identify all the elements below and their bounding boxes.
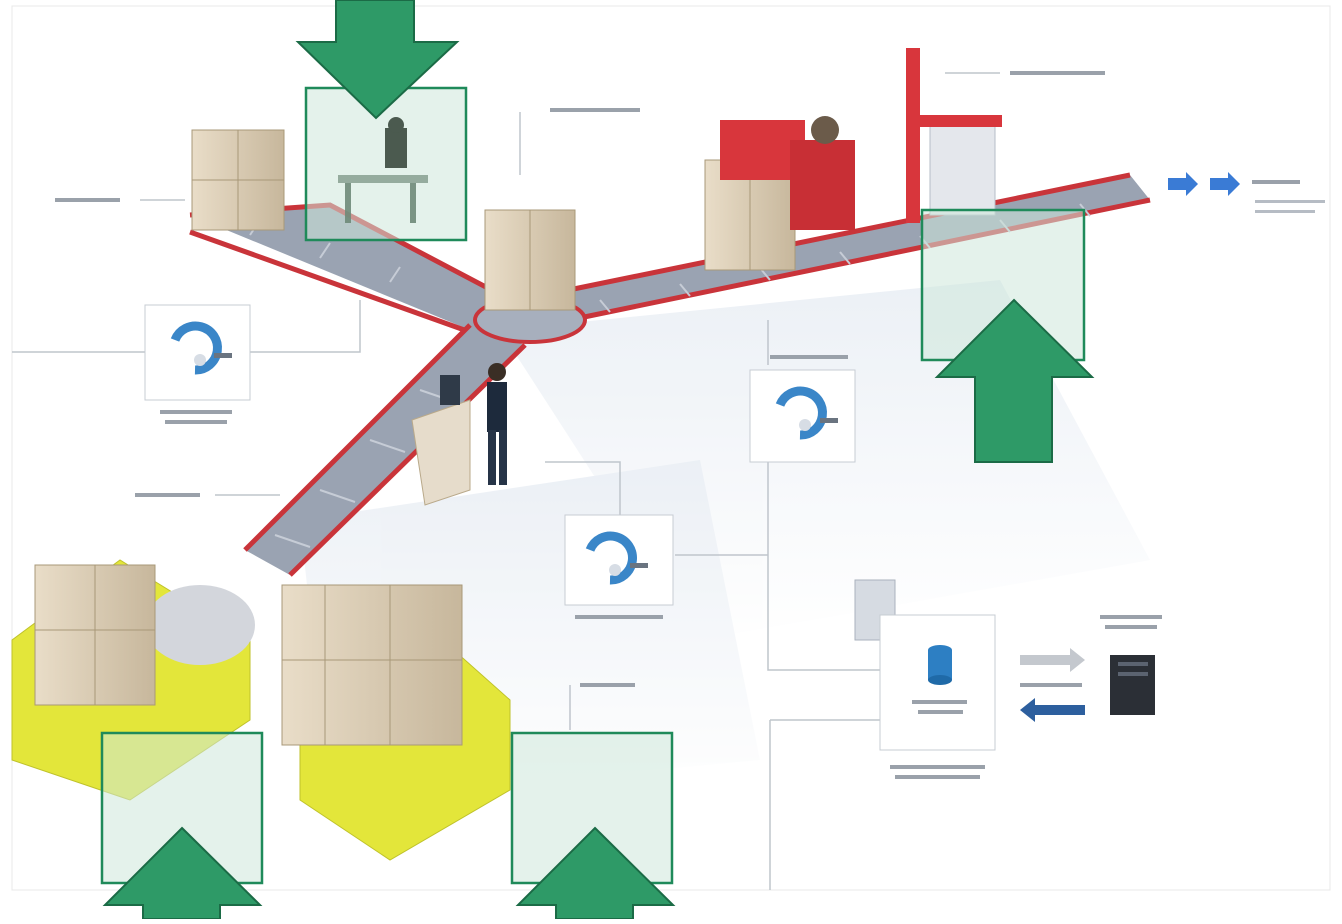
software-node-2 [749,355,856,463]
pallet-turntable [484,209,576,311]
double-arrow-right-icon [1168,172,1325,213]
operator-desk [411,363,507,506]
software-logo-icon [170,321,232,375]
image-frame [11,5,1331,891]
forklift-left-load [34,564,156,706]
label-placeholders [55,71,1105,687]
forklift-right-load [281,584,463,746]
exchange-arrows [1020,648,1085,722]
connector-lines [12,72,1000,890]
software-logo-icon [585,531,648,585]
software-node-1 [144,304,251,424]
labeler-machine [720,116,855,230]
pallet-upper-left [191,129,285,231]
software-node-3 [564,514,674,619]
server-icon [1100,615,1162,715]
arrow-down-icon [295,0,460,120]
forklift-right [281,584,511,861]
operator-person [487,363,507,485]
pallet-wrapper [929,119,996,216]
conveyor-belt-upper-left [190,205,520,330]
software-logo-icon [775,386,838,440]
database-block [854,579,996,779]
database-icon [928,645,952,685]
highlight-box-operator-station [304,86,468,242]
arrow-up-icon [934,298,1095,463]
wrapper-tower [906,48,1002,223]
